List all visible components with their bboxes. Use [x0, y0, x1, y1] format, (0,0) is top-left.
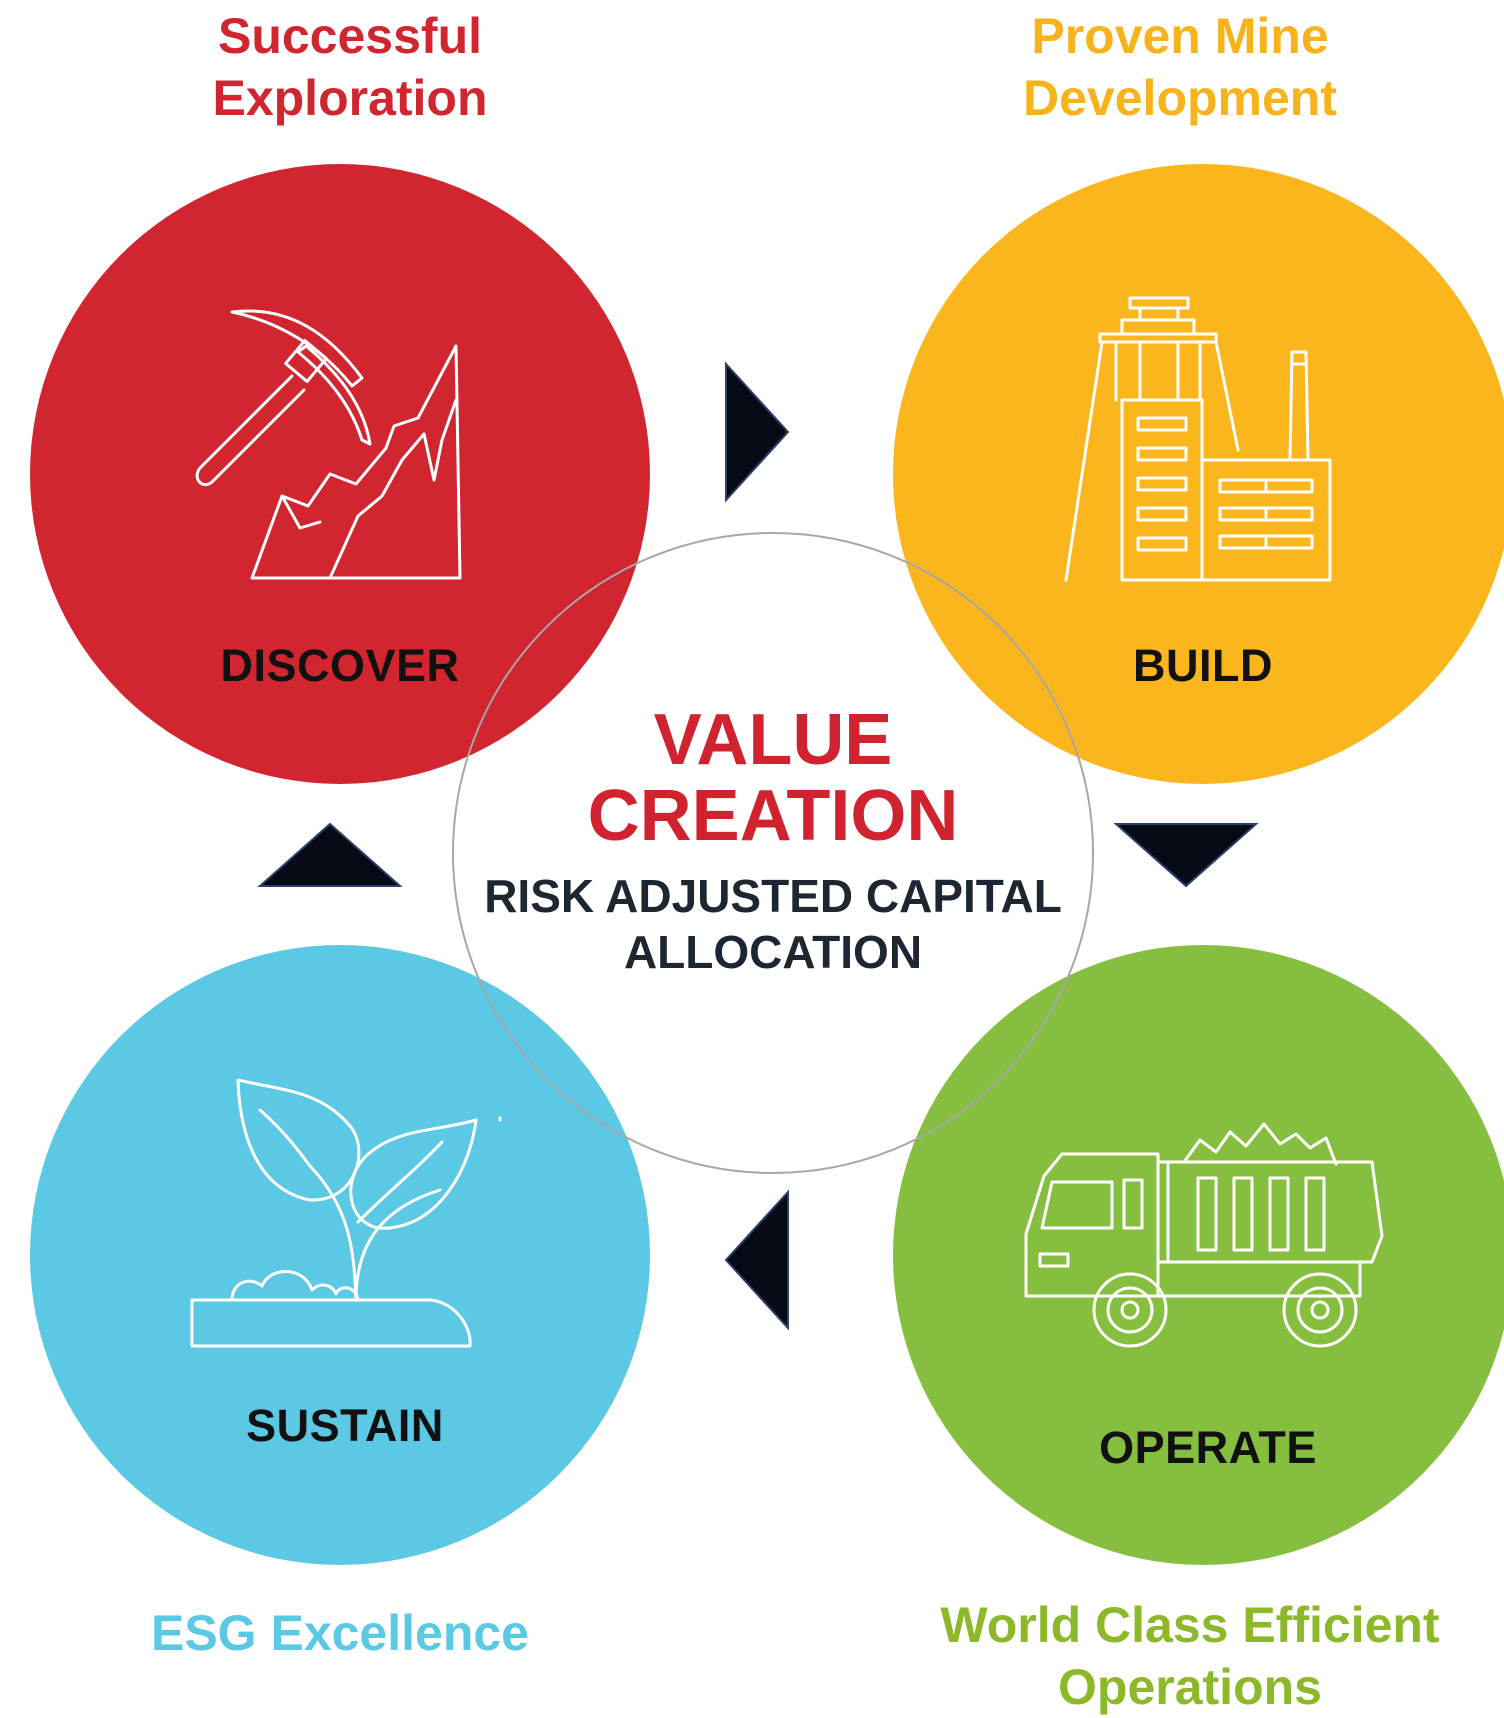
discover-label: DISCOVER: [220, 640, 460, 691]
value-creation-subtitle-line-2: ALLOCATION: [623, 926, 923, 978]
operate-caption-line-1: World Class Efficient: [940, 1597, 1440, 1653]
arrow-left: [724, 1189, 789, 1331]
discover-caption: Successful Exploration: [160, 5, 540, 129]
sustain-caption-line-1: ESG Excellence: [150, 1605, 529, 1661]
discover-caption-line-2: Exploration: [212, 70, 488, 126]
build-caption: Proven Mine Development: [980, 5, 1380, 129]
discover-caption-line-1: Successful: [217, 8, 482, 64]
sustain-label: SUSTAIN: [246, 1400, 444, 1451]
build-caption-line-2: Development: [1023, 70, 1337, 126]
value-creation-title-line-2: CREATION: [587, 776, 959, 856]
operate-caption-line-2: Operations: [1058, 1659, 1322, 1715]
arrow-down-shape: [1113, 823, 1259, 888]
pickaxe-mountain-icon: [195, 309, 462, 580]
mine-headframe-factory-icon: [1064, 296, 1332, 582]
arrow-up: [257, 822, 403, 887]
value-creation-subtitle: RISK ADJUSTED CAPITAL ALLOCATION: [432, 868, 1114, 980]
arrow-down: [1113, 823, 1259, 888]
value-creation-title: VALUE CREATION: [452, 702, 1094, 854]
sustain-caption: ESG Excellence: [110, 1602, 570, 1664]
value-creation-title-line-1: VALUE: [653, 700, 893, 780]
arrow-left-shape: [724, 1189, 789, 1331]
arrow-up-shape: [257, 822, 403, 887]
operate-caption: World Class Efficient Operations: [900, 1594, 1480, 1718]
build-caption-line-1: Proven Mine: [1031, 8, 1329, 64]
operate-label: OPERATE: [1099, 1422, 1317, 1473]
value-creation-ring: [452, 532, 1094, 1174]
plant-sprout-icon: [190, 1078, 502, 1348]
arrow-right: [725, 361, 790, 503]
arrow-right-shape: [725, 361, 790, 503]
dump-truck-icon: [1024, 1122, 1384, 1348]
value-creation-subtitle-line-1: RISK ADJUSTED CAPITAL: [484, 870, 1062, 922]
build-label: BUILD: [1133, 640, 1273, 691]
